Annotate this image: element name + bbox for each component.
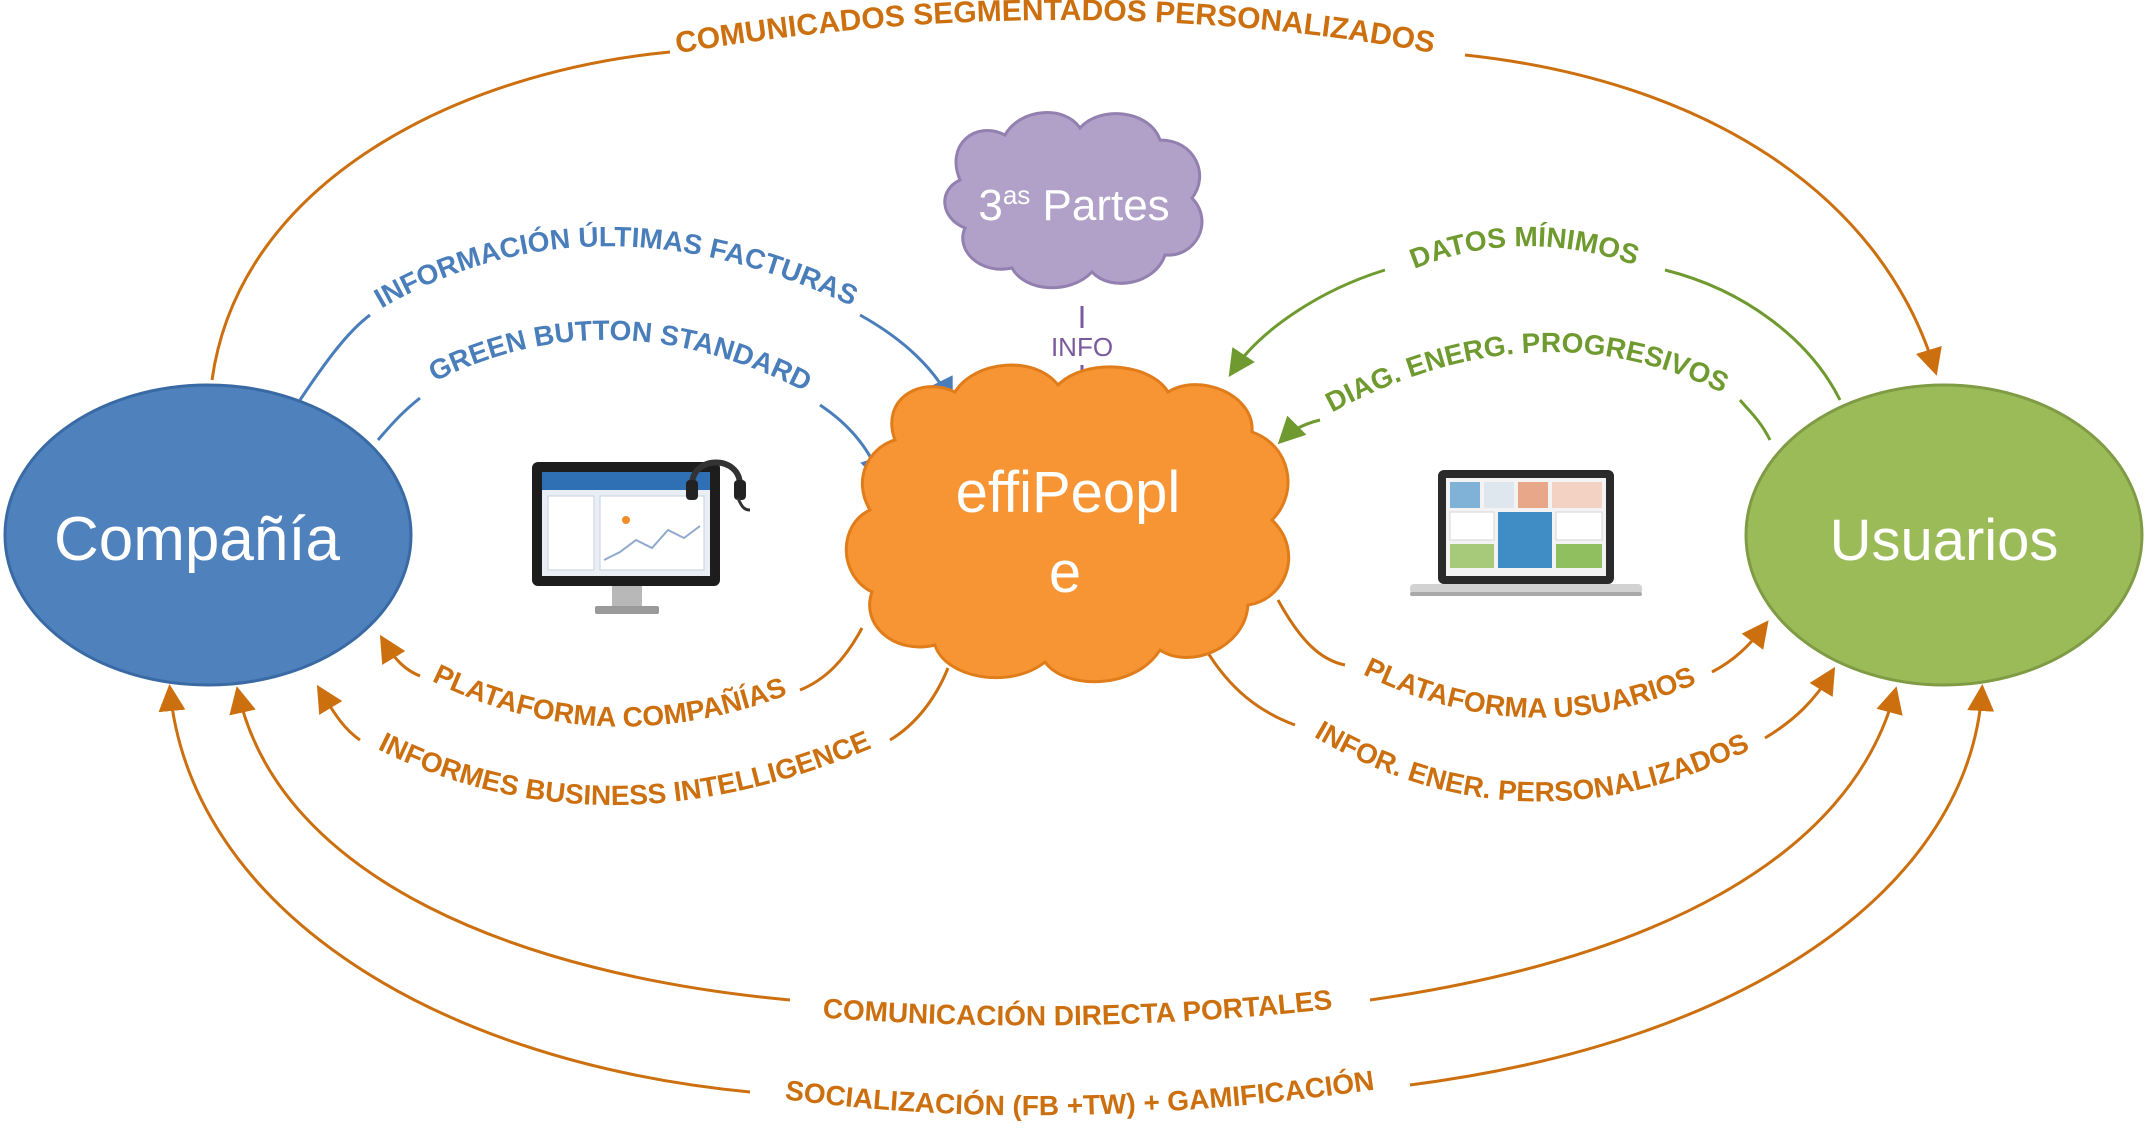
label-energy-reports: INFOR. ENER. PERSONALIZADOS	[1310, 715, 1753, 808]
arc-direct-comm-left	[229, 686, 791, 1002]
label-top-comm: COMUNICADOS SEGMENTADOS PERSONALIZADOS	[673, 0, 1438, 60]
info-label: INFO	[1051, 332, 1113, 362]
company-label: Compañía	[54, 505, 341, 574]
arc-social-right	[1409, 684, 1995, 1087]
third-parties-label: 3as Partes	[978, 180, 1169, 230]
arc-top-right	[1464, 53, 1942, 376]
desktop-monitor-icon	[532, 459, 751, 614]
arc-social-left	[158, 684, 751, 1094]
arrow-energy-reports	[1203, 648, 1832, 740]
arc-direct-comm-right	[1369, 686, 1903, 1002]
effipeople-label-line2: e	[1049, 540, 1081, 605]
arrow-platform-companies	[383, 628, 864, 692]
arrow-min-data	[1232, 268, 1842, 401]
company-node	[3, 383, 413, 687]
label-social: SOCIALIZACIÓN (FB +TW) + GAMIFICACIÓN	[784, 1065, 1376, 1122]
arrow-diag	[1282, 399, 1772, 440]
arc-top	[210, 50, 671, 381]
label-platform-users: PLATAFORMA USUARIOS	[1360, 651, 1700, 723]
arrow-platform-users	[1276, 599, 1765, 674]
label-green-button: GREEN BUTTON STANDARD	[424, 315, 817, 397]
laptop-icon	[1410, 470, 1642, 596]
label-direct-comm: COMUNICACIÓN DIRECTA PORTALES	[822, 984, 1334, 1032]
label-invoices: INFORMACIÓN ÚLTIMAS FACTURAS	[369, 221, 863, 314]
label-platform-companies: PLATAFORMA COMPAÑÍAS	[429, 658, 790, 732]
label-min-data: DATOS MÍNIMOS	[1405, 221, 1643, 274]
users-node	[1744, 383, 2144, 687]
arrow-bi-reports	[320, 668, 950, 742]
users-label: Usuarios	[1830, 508, 2059, 573]
third-parties-cloud	[943, 111, 1204, 290]
label-bi-reports: INFORMES BUSINESS INTELLIGENCE	[374, 725, 874, 811]
effipeople-label-line1: effiPeopl	[956, 460, 1181, 525]
label-diag: DIAG. ENERG. PROGRESIVOS	[1320, 327, 1733, 418]
effipeople-cloud	[844, 363, 1291, 684]
